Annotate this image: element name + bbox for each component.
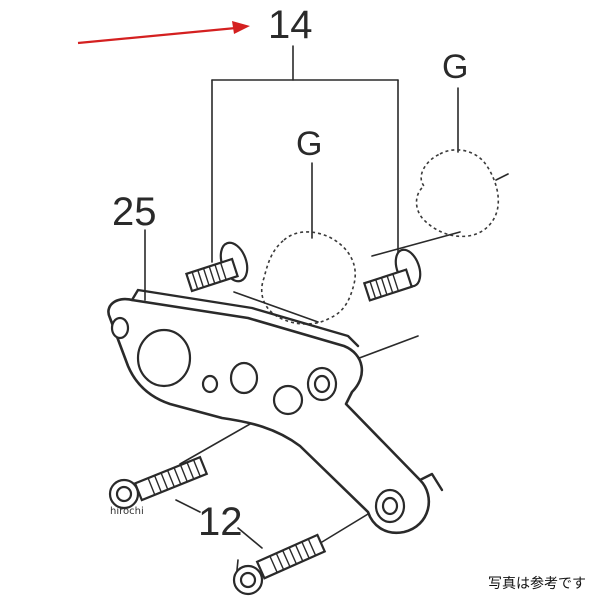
- watermark: hirochi: [110, 506, 144, 517]
- red-arrow: [77, 21, 250, 45]
- mounting-bracket-plate: [107, 288, 444, 535]
- plate-hole-large: [136, 328, 192, 388]
- callout-25: 25: [112, 190, 157, 234]
- plate-hole-oval: [272, 384, 304, 416]
- flat-head-screw-left: [185, 241, 249, 293]
- bracket-14: [211, 45, 399, 263]
- plate-hole-mid: [229, 361, 259, 395]
- hex-bolt-lower: [232, 533, 327, 596]
- plate-hole-small-left: [110, 316, 130, 340]
- grommet-g-inner: [260, 231, 356, 325]
- grommet-g-outer: [415, 149, 500, 238]
- leaders-12: [175, 499, 263, 549]
- callout-14: 14: [268, 3, 313, 47]
- hex-bolt-upper: [108, 455, 209, 510]
- callout-12: 12: [198, 500, 243, 544]
- plate-hole-tiny: [201, 374, 219, 394]
- callout-g-outer: G: [442, 48, 468, 86]
- callout-g-inner: G: [296, 125, 322, 163]
- reference-caption: 写真は参考です: [488, 576, 586, 592]
- flat-head-screw-right: [362, 248, 422, 302]
